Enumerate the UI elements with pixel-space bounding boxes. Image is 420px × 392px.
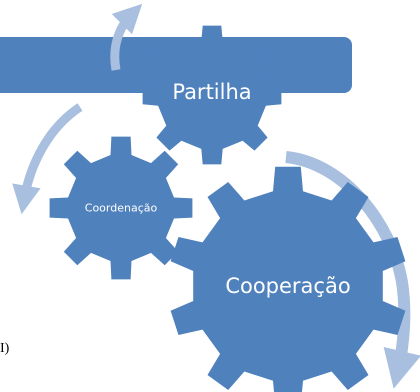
side-text: I) bbox=[0, 341, 10, 356]
gear-partilha: Partilha bbox=[142, 25, 282, 165]
gear-coordenacao-shape bbox=[49, 136, 193, 280]
gear-coordenacao: Coordenação bbox=[49, 136, 193, 280]
gear-cooperacao: Cooperação bbox=[170, 166, 406, 392]
gear-partilha-shape bbox=[142, 25, 282, 165]
gear-label-coordenacao: Coordenação bbox=[85, 202, 158, 215]
arrow-top bbox=[110, 3, 143, 71]
gear-cooperacao-shape bbox=[170, 166, 406, 392]
arrow-left bbox=[12, 103, 83, 215]
gear-label-cooperacao: Cooperação bbox=[225, 274, 350, 298]
gear-label-partilha: Partilha bbox=[172, 80, 251, 104]
arrow-right bbox=[285, 151, 420, 389]
